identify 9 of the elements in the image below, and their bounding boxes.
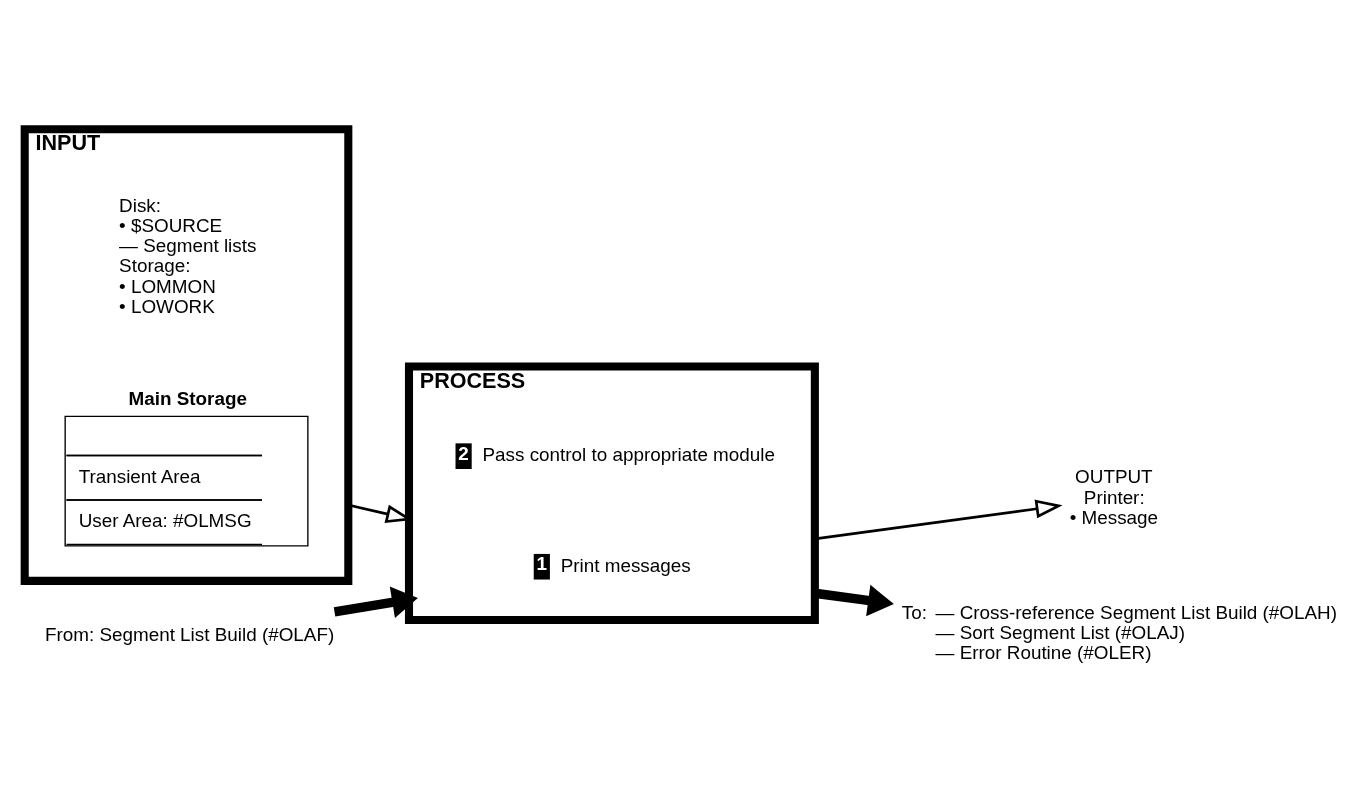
node-text: To: — Cross-reference Segment List Build (#OLAH) — Sort Segment List (#OLAJ) — Error Routine (#OLER) xyxy=(901,601,1337,664)
node-label: Main Storage xyxy=(128,387,247,409)
node-box: 1 xyxy=(533,553,550,580)
node-label: Pass control to appropriate module xyxy=(482,444,775,466)
node-text: From: Segment List Build (#OLAF) xyxy=(44,624,335,646)
node-box: 2 xyxy=(455,443,472,469)
arrow xyxy=(333,586,418,618)
node-label: Print messages xyxy=(560,554,691,576)
node-text: OUTPUT Printer: • Message xyxy=(1069,466,1159,528)
